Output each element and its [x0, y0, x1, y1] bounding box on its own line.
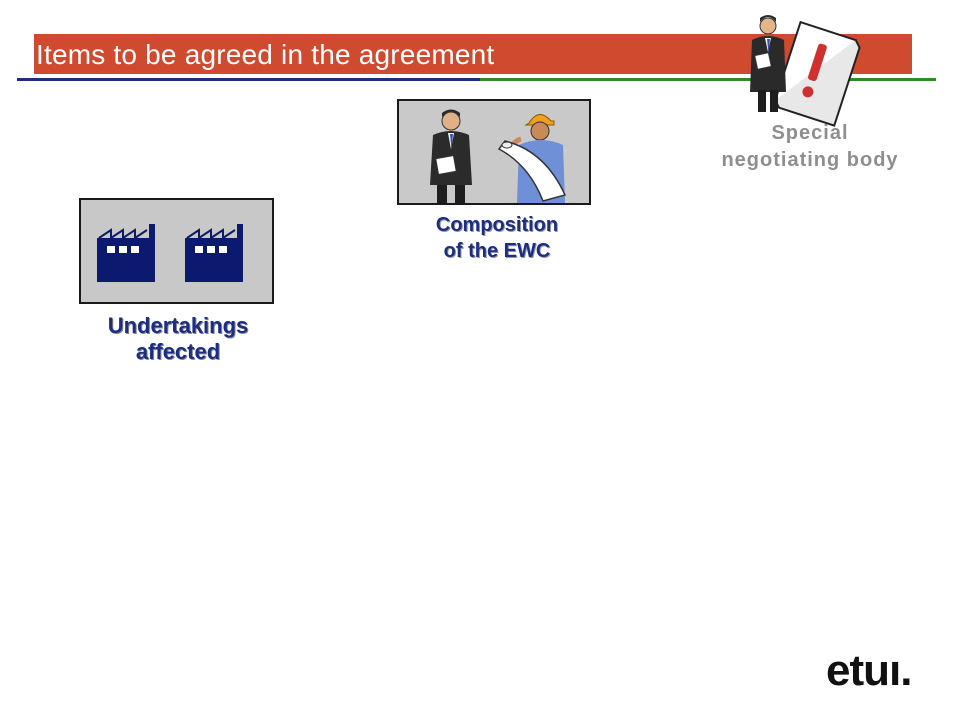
special-negotiating-body-label: Special negotiating body — [690, 120, 930, 174]
caption-line: Special — [771, 122, 849, 144]
etui-logo: etuı. — [826, 646, 912, 695]
caption-line: negotiating body — [721, 149, 899, 171]
businessman-and-worker-icon — [430, 109, 567, 203]
composition-label: Composition of the EWC — [404, 212, 590, 264]
caption-line: affected — [135, 339, 221, 364]
businessman-exclamation-icon — [750, 15, 861, 127]
composition-picture-frame — [397, 99, 591, 205]
undertakings-label: Undertakings affected — [88, 313, 268, 365]
factory-icon — [97, 224, 155, 282]
factory-icon — [185, 224, 243, 282]
caption-line: of the EWC — [443, 240, 551, 262]
caption-line: Undertakings — [107, 313, 249, 338]
caption-line: Composition — [435, 214, 559, 236]
divider-blue — [17, 78, 480, 81]
divider-green — [480, 78, 936, 81]
page-title: Items to be agreed in the agreement — [36, 39, 495, 70]
undertakings-picture-frame — [79, 198, 274, 304]
